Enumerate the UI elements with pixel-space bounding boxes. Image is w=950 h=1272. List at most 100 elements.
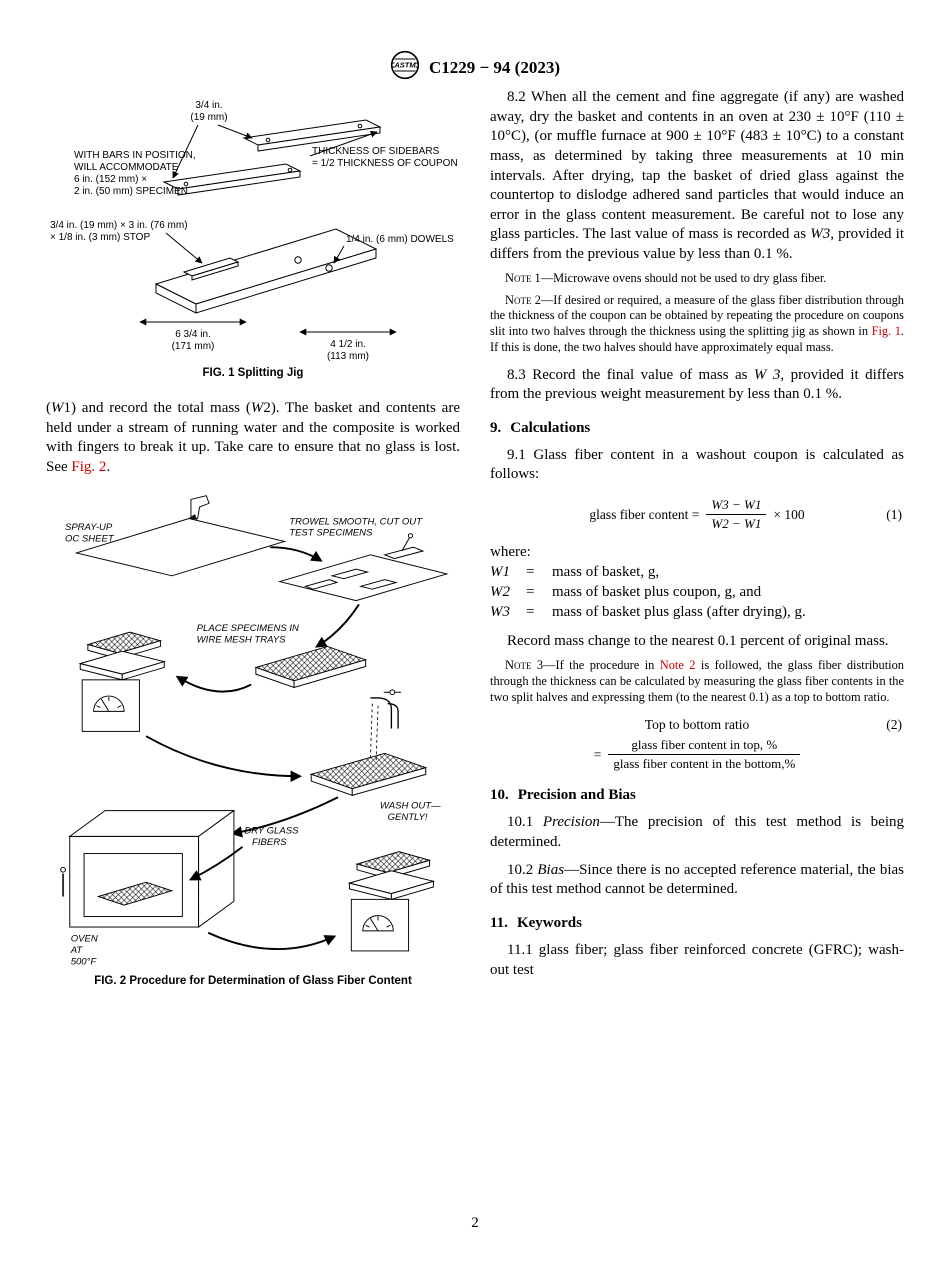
para-text: 8.2 When all the cement and fine aggrega… xyxy=(490,89,904,243)
term-bias: Bias xyxy=(537,861,565,878)
fig1-labels: 3/4 in. (19 mm) THICKNESS OF SIDEBARS = … xyxy=(50,100,458,362)
astm-logo-icon: ASTM xyxy=(390,50,420,85)
fig2-label-wash-2: GENTLY! xyxy=(388,812,428,823)
section-number: 10. xyxy=(490,787,509,804)
section-10-1: 10.1 Precision—The precision of this tes… xyxy=(490,813,904,852)
note-3: Note 3—If the procedure in Note 2 is fol… xyxy=(490,658,904,705)
fig2-reference-link[interactable]: Fig. 2 xyxy=(71,458,107,475)
fig2-label-place-1: PLACE SPECIMENS IN xyxy=(197,623,299,634)
where-row-w1: W1 = mass of basket, g, xyxy=(490,563,904,583)
para-text: 2). The basket and contents are held und… xyxy=(46,400,460,475)
fig1-reference-link[interactable]: Fig. 1 xyxy=(871,324,901,339)
fig2-caption: FIG. 2 Procedure for Determination of Gl… xyxy=(94,974,412,987)
fig1-label-accommodate-2: WILL ACCOMMODATE xyxy=(74,162,179,173)
fig2-label-spray-1: SPRAY-UP xyxy=(65,522,113,533)
equals-sign: = xyxy=(526,603,535,620)
var-description: mass of basket plus coupon, g, and xyxy=(552,583,762,600)
para-text: ( xyxy=(46,400,51,416)
section-title: Precision and Bias xyxy=(517,787,636,804)
note-label: Note 2— xyxy=(505,292,554,307)
fig2-label-oven-3: 500°F xyxy=(71,956,98,967)
para-text: , provided it differs from the previous … xyxy=(490,226,904,263)
eq2-equals: = xyxy=(593,746,602,762)
fig1-label-accommodate-3: 6 in. (152 mm) × xyxy=(74,174,147,185)
fig1-label-stop-2: × 1/8 in. (3 mm) STOP xyxy=(50,232,150,243)
section-11-heading: 11.Keywords xyxy=(490,915,904,932)
note-text: is followed, the glass fiber distributio… xyxy=(490,658,904,704)
eq2-number: (2) xyxy=(886,717,902,733)
fig2-label-place-2: WIRE MESH TRAYS xyxy=(197,634,286,645)
var-symbol: W3 xyxy=(490,603,510,620)
paragraph-continuation: (W1) and record the total mass (W2). The… xyxy=(46,399,460,478)
eq1-fraction: W3 − W1 W2 − W1 xyxy=(706,497,767,532)
fig2-label-oven-2: AT xyxy=(70,944,84,955)
fig1-label-dowels: 1/4 in. (6 mm) DOWELS xyxy=(346,234,454,245)
fig2-label-spray-2: OC SHEET xyxy=(65,533,115,544)
fig1-label-width-2: (113 mm) xyxy=(327,351,369,362)
fig1-splitting-jig-drawing: 3/4 in. (19 mm) THICKNESS OF SIDEBARS = … xyxy=(50,100,458,362)
note-2: Note 2—If desired or required, a measure… xyxy=(490,293,904,356)
note-text: Microwave ovens should not be used to dr… xyxy=(553,270,827,285)
section-8-3: 8.3 Record the final value of mass as W … xyxy=(490,366,904,405)
eq2-denominator: glass fiber content in the bottom,% xyxy=(613,756,796,772)
var-description: mass of basket plus glass (after drying)… xyxy=(552,603,806,620)
page-number: 2 xyxy=(471,1215,479,1231)
fig1-label-stop-1: 3/4 in. (19 mm) × 3 in. (76 mm) xyxy=(50,220,188,231)
fig2-label-dry-1: DRY GLASS xyxy=(244,825,299,836)
var-w2: W xyxy=(250,400,264,416)
fig1-label-length-2: (171 mm) xyxy=(172,341,215,352)
document-title: C1229 − 94 (2023) xyxy=(428,57,561,77)
section-8-2: 8.2 When all the cement and fine aggrega… xyxy=(490,88,904,265)
fig2-label-trowel-2: TEST SPECIMENS xyxy=(289,527,373,538)
fig1-label-bar-dim-2: (19 mm) xyxy=(190,112,227,123)
astm-logo-text: ASTM xyxy=(393,61,416,70)
fig1-label-bar-dim-1: 3/4 in. xyxy=(195,100,222,111)
note2-reference-link[interactable]: Note 2 xyxy=(659,658,696,673)
page-header: ASTM C1229 − 94 (2023) xyxy=(0,50,950,85)
where-label: where: xyxy=(490,544,531,561)
note-text: If the procedure in xyxy=(555,658,660,673)
para-text: —The precision of this test method is be… xyxy=(490,814,905,850)
fig1-label-accommodate-1: WITH BARS IN POSITION, xyxy=(74,150,196,161)
equation-2-title-row: Top to bottom ratio (2) xyxy=(490,717,904,733)
section-number: 9. xyxy=(490,419,502,436)
fig1-label-thickness-2: = 1/2 THICKNESS OF COUPON xyxy=(312,158,458,169)
left-column: 3/4 in. (19 mm) THICKNESS OF SIDEBARS = … xyxy=(46,88,460,987)
section-10-2: 10.2 Bias—Since there is no accepted ref… xyxy=(490,861,904,900)
para-text: . xyxy=(106,458,111,475)
trowel-shape xyxy=(383,546,425,559)
fig1-label-thickness-1: THICKNESS OF SIDEBARS xyxy=(312,146,440,157)
fig2-label-dry-2: FIBERS xyxy=(252,837,287,848)
var-w3: W3 xyxy=(810,226,831,243)
var-symbol: W1 xyxy=(490,564,510,581)
fig2-label-oven-1: OVEN xyxy=(71,933,98,944)
where-row-w2: W2 = mass of basket plus coupon, g, and xyxy=(490,583,904,603)
two-column-body: 3/4 in. (19 mm) THICKNESS OF SIDEBARS = … xyxy=(46,88,904,987)
equation-2-fraction-row: = glass fiber content in top, % glass fi… xyxy=(490,737,904,772)
section-title: Calculations xyxy=(510,419,591,436)
para-text: 1) and record the total mass ( xyxy=(63,400,251,416)
section-11-1: 11.1 glass fiber; glass fiber reinforced… xyxy=(490,941,904,978)
para-text: , provided it differs from the previous … xyxy=(490,366,904,403)
eq1-lhs: glass fiber content = xyxy=(589,506,700,522)
fig2-label-wash-1: WASH OUT— xyxy=(380,800,441,811)
equals-sign: = xyxy=(526,583,535,600)
eq2-title: Top to bottom ratio xyxy=(644,717,750,733)
balance-scale-2 xyxy=(348,850,434,951)
note-label: Note 3— xyxy=(505,658,556,673)
section-9-1: 9.1 Glass fiber content in a washout cou… xyxy=(490,446,904,483)
term-precision: Precision xyxy=(542,814,600,831)
figure-1: 3/4 in. (19 mm) THICKNESS OF SIDEBARS = … xyxy=(46,94,460,379)
fig1-caption: FIG. 1 Splitting Jig xyxy=(202,367,304,379)
note-1: Note 1—Microwave ovens should not be use… xyxy=(490,271,904,287)
fig2-label-trowel-1: TROWEL SMOOTH, CUT OUT xyxy=(289,516,423,527)
fig1-shapes xyxy=(139,119,397,336)
trowel-sheet-shape xyxy=(277,553,449,601)
para-text: —Since there is no accepted reference ma… xyxy=(490,861,905,898)
eq2-numerator: glass fiber content in top, % xyxy=(608,737,801,756)
record-mass-paragraph: Record mass change to the nearest 0.1 pe… xyxy=(507,633,889,650)
note-text: If desired or required, a measure of the… xyxy=(490,292,904,339)
eq2-fraction: glass fiber content in top, % glass fibe… xyxy=(608,737,801,772)
fig1-label-length-1: 6 3/4 in. xyxy=(175,329,211,340)
section-10-heading: 10. Precision and Bias xyxy=(490,787,904,804)
